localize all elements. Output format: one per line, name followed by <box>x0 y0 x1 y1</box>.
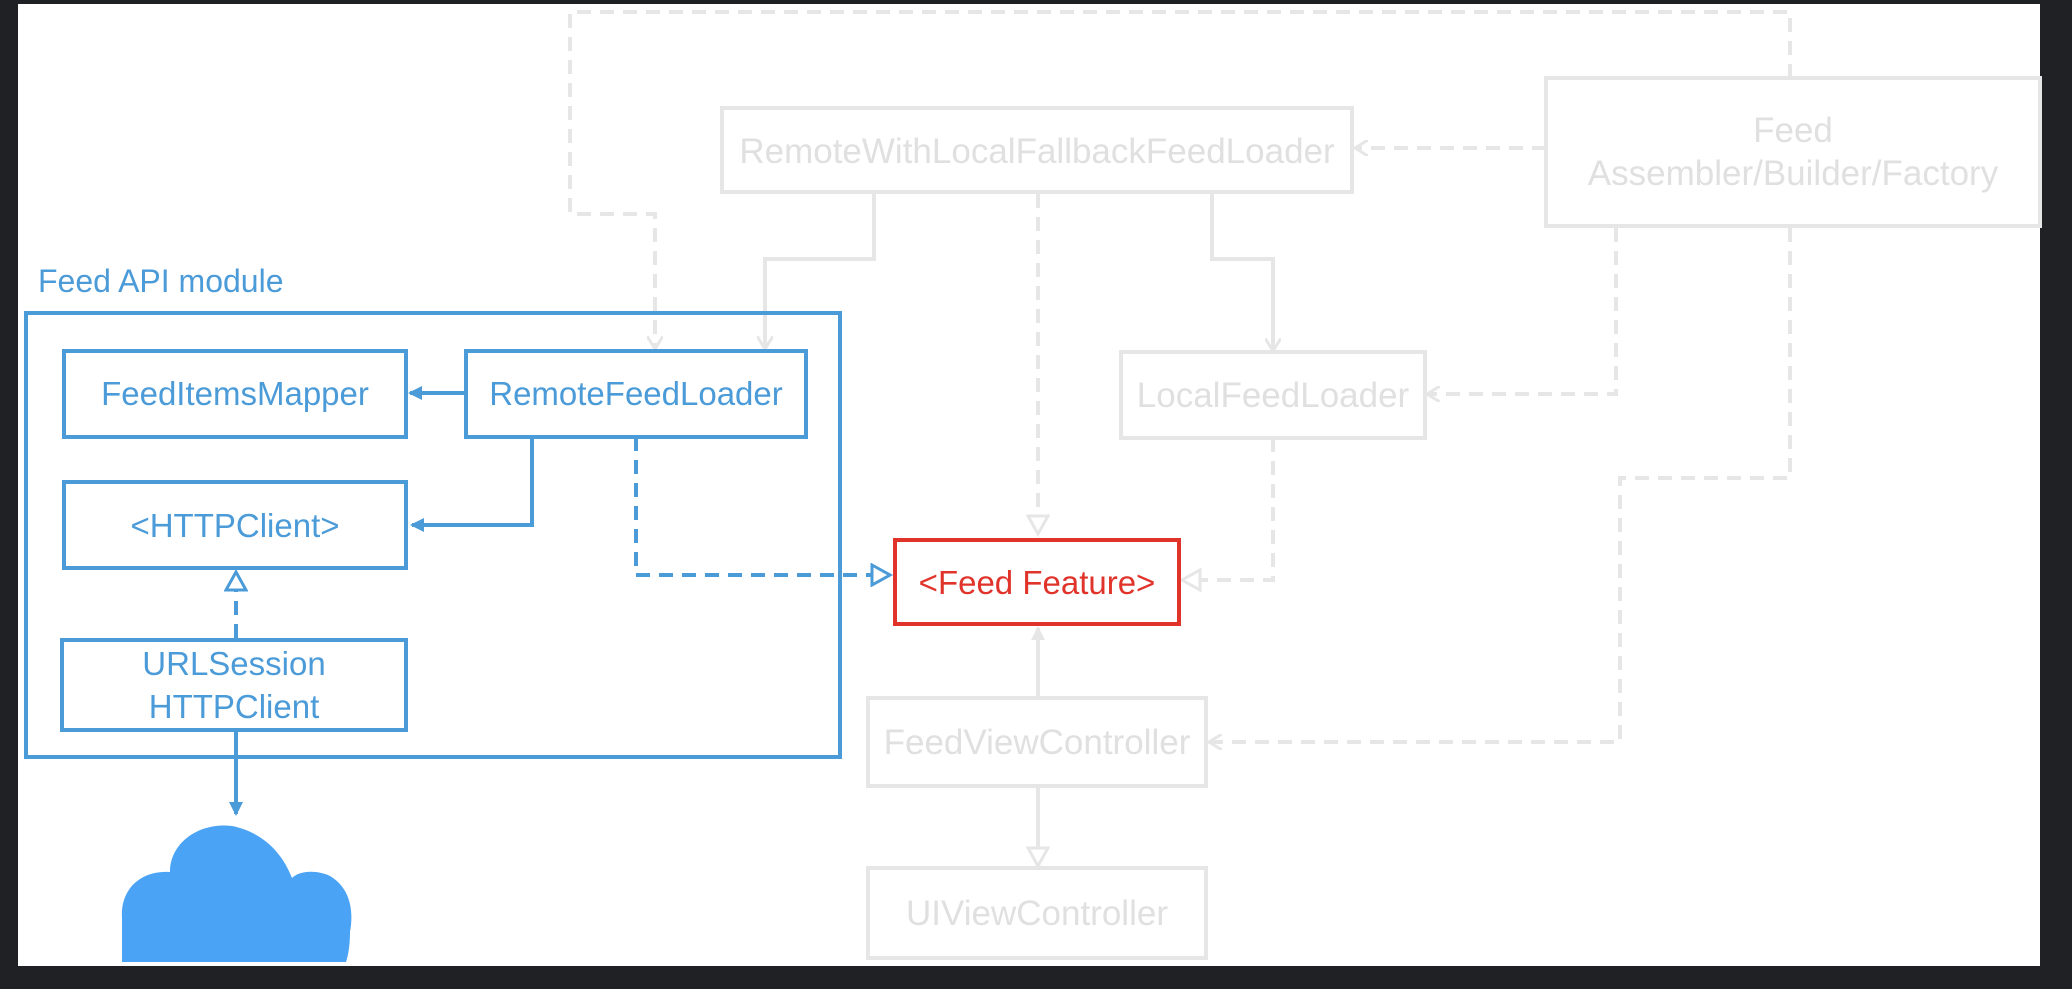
connector-remote-to-feature <box>634 437 890 575</box>
feed-feature-label: <Feed Feature> <box>919 564 1156 601</box>
connector-fallback-to-remote <box>765 194 876 348</box>
feed-feature-box[interactable] <box>893 538 1181 626</box>
feed-api-module-box <box>24 311 842 759</box>
local-feed-loader-label: LocalFeedLoader <box>1137 376 1410 415</box>
remote-with-local-fallback-box[interactable] <box>720 106 1354 194</box>
feed-items-mapper-label: FeedItemsMapper <box>101 375 369 412</box>
connector-assembler-to-remote-loader <box>568 10 1792 348</box>
urlsession-http-client-box[interactable] <box>60 638 408 732</box>
http-client-label: <HTTPClient> <box>130 507 339 544</box>
assembler-label-line1: Feed <box>1753 111 1833 150</box>
urlsession-label-line2: HTTPClient <box>149 688 320 725</box>
faded-connectors <box>568 10 1792 866</box>
urlsession-label-line1: URLSession <box>142 645 325 682</box>
feed-items-mapper-box[interactable] <box>62 349 408 439</box>
assembler-box[interactable] <box>1544 76 2042 228</box>
connector-fallback-to-local <box>1210 194 1273 350</box>
remote-with-local-fallback-label: RemoteWithLocalFallbackFeedLoader <box>739 132 1335 171</box>
remote-feed-loader-box[interactable] <box>464 349 808 439</box>
connector-assembler-to-viewcontroller <box>1210 228 1792 742</box>
ui-view-controller-box[interactable] <box>866 866 1208 960</box>
feed-view-controller-box[interactable] <box>866 696 1208 788</box>
module-label: Feed API module <box>38 263 283 299</box>
cloud-icon <box>121 825 352 962</box>
remote-feed-loader-label: RemoteFeedLoader <box>489 375 783 412</box>
connector-remote-to-httpclient <box>410 437 534 532</box>
feed-view-controller-label: FeedViewController <box>884 723 1191 762</box>
local-feed-loader-box[interactable] <box>1119 350 1427 440</box>
connector-assembler-to-local <box>1428 228 1618 394</box>
ui-view-controller-label: UIViewController <box>906 894 1168 933</box>
connector-local-to-feature <box>1182 438 1275 580</box>
http-client-box[interactable] <box>62 480 408 570</box>
module-connectors <box>236 386 890 816</box>
assembler-label-line2: Assembler/Builder/Factory <box>1588 154 1999 193</box>
